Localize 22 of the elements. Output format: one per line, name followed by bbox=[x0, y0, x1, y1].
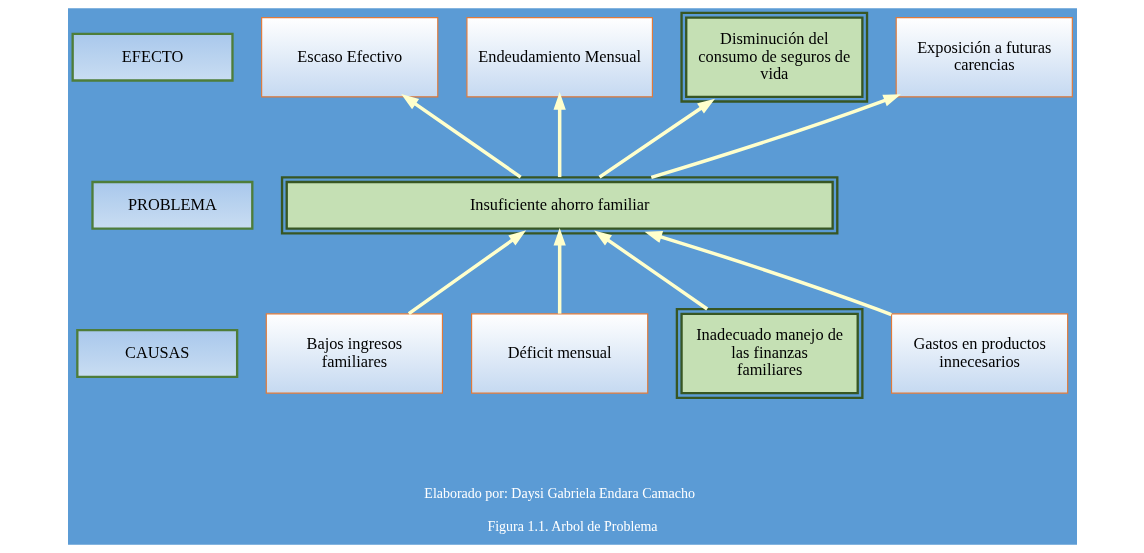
label: Elaborado por: Daysi Gabriela Endara Camacho bbox=[423, 486, 695, 502]
node-box: Exposición a futuras carencias bbox=[895, 16, 1073, 98]
node-box: Endeudamiento Mensual bbox=[465, 16, 653, 98]
node-box: Bajos ingresos familiares bbox=[265, 313, 443, 394]
arrow bbox=[650, 94, 901, 180]
node-box: Déficit mensual bbox=[470, 313, 648, 394]
caption: Figura 1.1. Arbol de Problema bbox=[486, 519, 658, 535]
arrow bbox=[644, 231, 892, 317]
arrow bbox=[598, 98, 715, 179]
node-box: Disminución del consumo de seguros de vida bbox=[679, 11, 868, 103]
arrow bbox=[593, 230, 708, 311]
node-box: EFECTO bbox=[71, 32, 234, 82]
arrow bbox=[553, 228, 566, 314]
node-box: Inadecuado manejo de las finanzas familiares bbox=[675, 308, 864, 399]
node-box: Insuficiente ahorro familiar bbox=[280, 176, 838, 235]
arrow bbox=[553, 92, 566, 178]
node-box: Gastos en productos innecesarios bbox=[890, 313, 1068, 394]
node-box: PROBLEMA bbox=[90, 180, 253, 230]
node-box: Escaso Efectivo bbox=[260, 16, 438, 98]
node-box: CAUSAS bbox=[75, 329, 238, 378]
arrow bbox=[400, 94, 522, 179]
arrow bbox=[407, 230, 526, 316]
